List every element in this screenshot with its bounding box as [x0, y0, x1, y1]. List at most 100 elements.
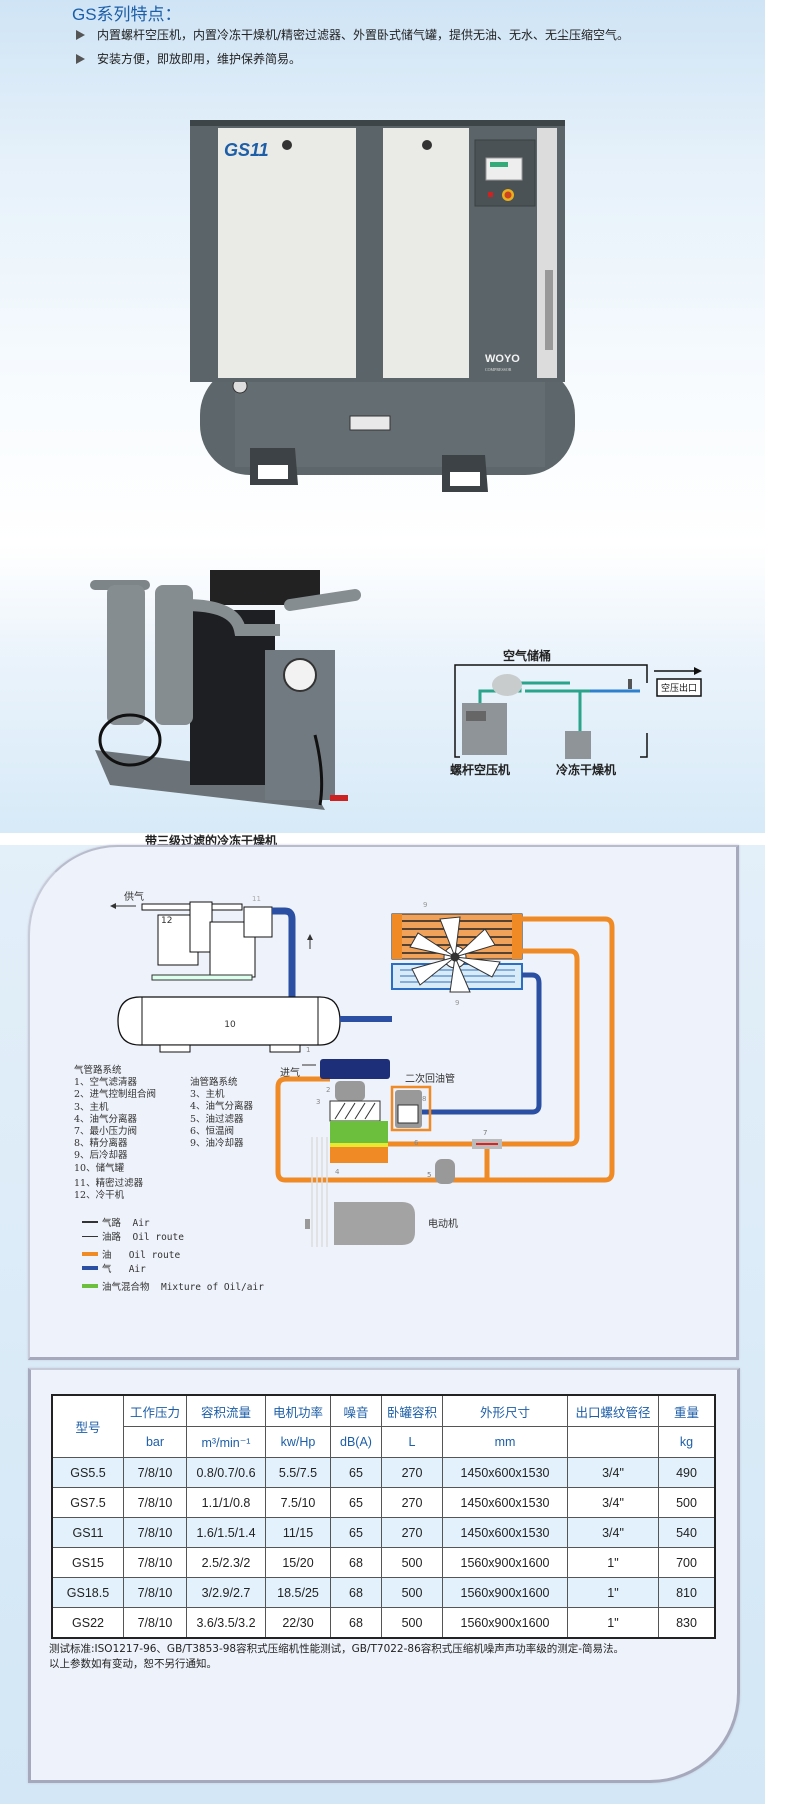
spec-cell: 11/15 [265, 1517, 331, 1548]
compressor-photo: GS11 WOYO COMPRESSOR [190, 120, 575, 492]
oil-filter [435, 1159, 455, 1184]
table-unit-row: bar m³/min⁻¹ kw/Hp dB(A) L mm kg [52, 1426, 716, 1458]
thick-arrow-icon [82, 1221, 98, 1223]
svg-text:6: 6 [414, 1139, 419, 1147]
oil-swatch-icon [82, 1252, 98, 1256]
feature-bullet: 内置螺杆空压机，内置冷冻干燥机/精密过滤器、外置卧式储气罐，提供无油、无水、无尘… [76, 26, 629, 43]
spec-cell: 270 [381, 1487, 443, 1518]
outlet-arrow-icon [694, 667, 702, 675]
model-cell: GS18.5 [51, 1577, 124, 1608]
spec-cell: 68 [330, 1577, 382, 1608]
legend-item: 气路 Air [82, 1217, 264, 1231]
tank-label: 空气储桶 [503, 649, 552, 663]
electric-motor [334, 1202, 415, 1245]
spec-cell: 1450x600x1530 [442, 1457, 568, 1488]
model-cell: GS22 [51, 1607, 124, 1639]
spec-cell: 830 [658, 1607, 716, 1639]
spec-cell: 7/8/10 [123, 1547, 187, 1578]
spec-cell: 65 [330, 1517, 382, 1548]
spec-cell: 1" [567, 1547, 659, 1578]
spec-table: 型号 工作压力 容积流量 电机功率 噪音 卧罐容积 外形尺寸 出口螺纹管径 重量… [51, 1394, 716, 1639]
legend-item: 油气混合物 Mixture of Oil/air [82, 1281, 264, 1295]
svg-text:5: 5 [427, 1171, 431, 1179]
spec-cell: 65 [330, 1487, 382, 1518]
spec-cell: 7/8/10 [123, 1517, 187, 1548]
dryer-photo [90, 570, 361, 810]
spec-cell: 15/20 [265, 1547, 331, 1578]
spec-cell: 1.1/1/0.8 [186, 1487, 266, 1518]
table-notes: 测试标准:ISO1217-96、GB/T3853-98容积式压缩机性能测试，GB… [49, 1643, 625, 1670]
spec-cell: 500 [381, 1547, 443, 1578]
series-title: GS系列特点： [72, 5, 182, 24]
svg-text:进气: 进气 [280, 1066, 300, 1079]
spec-cell: 7/8/10 [123, 1577, 187, 1608]
compressor-label: 螺杆空压机 [450, 763, 511, 777]
flow-diagram-card: 供气 12 11 10 9 9 [28, 845, 739, 1360]
svg-text:电动机: 电动机 [428, 1217, 458, 1230]
bullet-triangle-icon [76, 54, 85, 64]
bullet-triangle-icon [76, 30, 85, 40]
spec-cell: 500 [658, 1487, 716, 1518]
model-cell: GS7.5 [51, 1487, 124, 1518]
spec-cell: 270 [381, 1457, 443, 1488]
svg-text:供气: 供气 [124, 890, 144, 903]
spec-cell: 700 [658, 1547, 716, 1578]
spec-cell: 1450x600x1530 [442, 1517, 568, 1548]
model-cell: GS5.5 [51, 1457, 124, 1488]
spec-cell: 68 [330, 1607, 382, 1639]
svg-text:空压出口: 空压出口 [661, 682, 697, 694]
features-panel: GS系列特点： 内置螺杆空压机，内置冷冻干燥机/精密过滤器、外置卧式储气罐，提供… [0, 0, 765, 545]
svg-text:11: 11 [252, 895, 261, 903]
model-cell: GS15 [51, 1547, 124, 1578]
svg-text:8: 8 [422, 1095, 426, 1103]
cabinet-door-right [383, 128, 469, 378]
model-cell: GS11 [51, 1517, 124, 1548]
feature-bullet: 安装方便，即放即用，维护保养简易。 [76, 50, 301, 67]
flow-diagram: 供气 12 11 10 9 9 [110, 890, 615, 1247]
svg-text:4: 4 [335, 1168, 340, 1176]
oil-air-separator [330, 1121, 388, 1143]
legend-item: 油 Oil route [82, 1249, 264, 1263]
spec-cell: 1560x900x1600 [442, 1577, 568, 1608]
layout-diagram: 空压出口 [454, 664, 702, 759]
spec-cell: 3/4" [567, 1487, 659, 1518]
cabinet-door-left [218, 128, 356, 378]
spec-cell: 3/4" [567, 1457, 659, 1488]
spec-cell: 7.5/10 [265, 1487, 331, 1518]
fan-icon [409, 916, 501, 993]
spec-cell: 490 [658, 1457, 716, 1488]
spec-cell: 1450x600x1530 [442, 1487, 568, 1518]
svg-text:9: 9 [455, 999, 459, 1007]
svg-text:3: 3 [316, 1098, 320, 1106]
spec-cell: 500 [381, 1577, 443, 1608]
spec-cell: 7/8/10 [123, 1487, 187, 1518]
spec-cell: 7/8/10 [123, 1607, 187, 1639]
spec-cell: 0.8/0.7/0.6 [186, 1457, 266, 1488]
svg-text:9: 9 [423, 901, 427, 909]
spec-cell: 2.5/2.3/2 [186, 1547, 266, 1578]
spec-cell: 3.6/3.5/3.2 [186, 1607, 266, 1639]
spec-cell: 7/8/10 [123, 1457, 187, 1488]
spec-cell: 1560x900x1600 [442, 1607, 568, 1639]
spec-cell: 1560x900x1600 [442, 1547, 568, 1578]
flow-legend: 气路 Air 油路 Oil route 油 Oil route 气 Air 油气… [82, 1217, 264, 1295]
dryer-caption: 带三级过滤的冷冻干燥机 [145, 834, 278, 848]
mixture-swatch-icon [82, 1284, 98, 1288]
air-receiver-tank [117, 996, 341, 1046]
spec-cell: 1" [567, 1607, 659, 1639]
brand-logo: WOYO [485, 353, 520, 365]
spec-cell: 540 [658, 1517, 716, 1548]
spec-cell: 500 [381, 1607, 443, 1639]
spec-cell: 65 [330, 1457, 382, 1488]
air-swatch-icon [82, 1266, 98, 1270]
spec-cell: 5.5/7.5 [265, 1457, 331, 1488]
svg-text:二次回油管: 二次回油管 [405, 1072, 455, 1085]
spec-cell: 18.5/25 [265, 1577, 331, 1608]
